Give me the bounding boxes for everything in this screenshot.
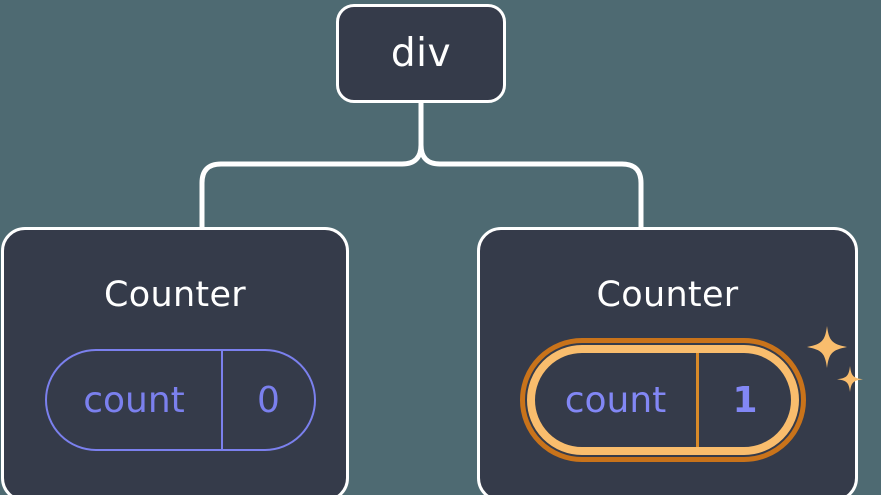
counter-right-state-pill-inner: count 1 [527,345,799,455]
node-counter-left[interactable]: Counter count 0 [1,227,349,495]
connector-root-to-left-child [199,100,424,231]
sparkle-small-icon [837,366,863,392]
counter-left-state-key: count [47,351,223,449]
connector-root-to-right-child [418,100,644,231]
root-node-label: div [390,31,452,76]
counter-right-state-pill[interactable]: count 1 [520,338,806,462]
counter-left-title: Counter [104,275,246,315]
counter-right-state-value: 1 [732,379,758,421]
node-counter-right[interactable]: Counter count 1 [477,227,863,495]
counter-right-state-key: count [535,353,699,447]
counter-left-state-pill[interactable]: count 0 [45,349,316,451]
counter-left-state-value: 0 [257,379,280,421]
state-change-sparkles [807,326,863,392]
node-root-div[interactable]: div [336,4,506,103]
counter-right-title: Counter [596,275,739,315]
sparkle-large-icon [807,326,847,368]
